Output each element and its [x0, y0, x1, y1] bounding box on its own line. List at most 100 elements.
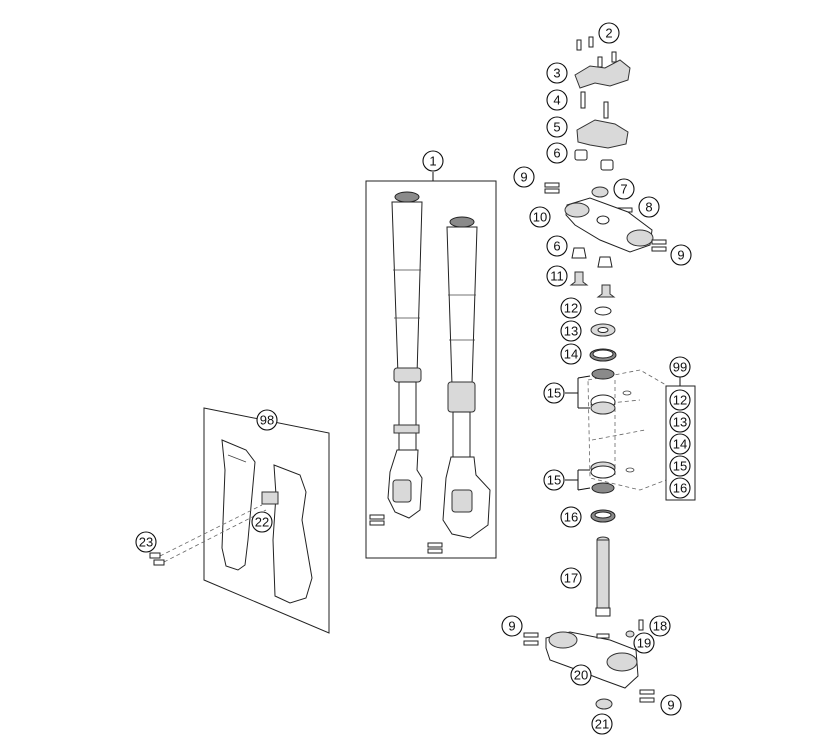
- lower-clamp-screws-right: [639, 689, 655, 703]
- kit-item-13: 13: [669, 411, 691, 433]
- svg-text:21: 21: [595, 717, 609, 732]
- callout-14: 14: [560, 343, 582, 365]
- svg-text:22: 22: [255, 515, 269, 530]
- lower-triple-clamp: [545, 631, 639, 689]
- clamp-washer: [625, 630, 635, 638]
- upper-triple-clamp: [564, 197, 654, 253]
- callout-9c: 9: [501, 615, 523, 637]
- callout-6a: 6: [546, 142, 568, 164]
- svg-text:9: 9: [520, 170, 527, 185]
- svg-text:9: 9: [508, 619, 515, 634]
- guard-screws: [149, 504, 267, 566]
- callout-6b: 6: [546, 235, 568, 257]
- right-fork-axle-bolts: [427, 542, 443, 554]
- right-fork-guard: [261, 464, 313, 604]
- callout-11: 11: [546, 265, 568, 287]
- steering-stem: [595, 536, 611, 617]
- callout-99: 99: [669, 356, 691, 378]
- left-fork-axle-bolts: [369, 514, 385, 526]
- callout-20: 20: [570, 664, 592, 686]
- svg-text:2: 2: [605, 26, 612, 41]
- callout-23: 23: [135, 531, 157, 553]
- bearing-kit-box: [665, 377, 696, 501]
- long-clamp-screws: [580, 91, 609, 119]
- lower-seal-ring: [590, 509, 616, 523]
- left-fork-guard: [221, 439, 256, 571]
- svg-text:11: 11: [550, 269, 564, 284]
- callout-16: 16: [560, 506, 582, 528]
- svg-text:20: 20: [574, 668, 588, 683]
- svg-text:9: 9: [677, 248, 684, 263]
- svg-text:98: 98: [260, 413, 274, 428]
- upper-clamp-screws-left: [544, 182, 560, 194]
- kit-item-16: 16: [669, 477, 691, 499]
- svg-text:16: 16: [564, 510, 578, 525]
- svg-text:4: 4: [553, 93, 560, 108]
- svg-text:15: 15: [673, 459, 687, 474]
- svg-text:5: 5: [553, 120, 560, 135]
- kit-item-12: 12: [669, 389, 691, 411]
- svg-text:13: 13: [564, 324, 578, 339]
- svg-text:13: 13: [673, 415, 687, 430]
- kit-item-15: 15: [669, 455, 691, 477]
- svg-text:23: 23: [139, 535, 153, 550]
- rubber-bushings-upper: [574, 149, 614, 171]
- rubber-bushings-lower: [571, 247, 613, 268]
- callout-4: 4: [546, 89, 568, 111]
- upper-clamp-screws-right: [651, 239, 667, 252]
- svg-text:9: 9: [667, 698, 674, 713]
- upper-bearing-ring: [589, 348, 617, 362]
- right-fork-leg: [427, 216, 491, 554]
- callout-15b: 15: [543, 469, 565, 491]
- svg-text:19: 19: [637, 636, 651, 651]
- clamp-bolt: [638, 619, 644, 631]
- svg-text:14: 14: [673, 437, 687, 452]
- svg-text:15: 15: [547, 386, 561, 401]
- svg-text:7: 7: [620, 182, 627, 197]
- callout-17: 17: [560, 567, 582, 589]
- svg-text:10: 10: [533, 210, 547, 225]
- callout-2: 2: [598, 22, 620, 44]
- upper-bearing: [590, 368, 616, 415]
- callout-1: 1: [422, 150, 444, 172]
- handlebar-clamp-lower: [576, 119, 629, 149]
- svg-text:8: 8: [645, 200, 652, 215]
- callout-3: 3: [546, 62, 568, 84]
- callout-18: 18: [649, 615, 671, 637]
- svg-text:12: 12: [564, 301, 578, 316]
- callout-9a: 9: [513, 166, 535, 188]
- leader-lines: [565, 375, 591, 491]
- callout-8: 8: [638, 196, 660, 218]
- handlebar-clamp-upper: [574, 59, 631, 89]
- svg-text:14: 14: [564, 347, 578, 362]
- callout-22: 22: [251, 511, 273, 533]
- bearing-race-washer: [590, 323, 616, 337]
- dust-seal: [594, 306, 612, 316]
- callout-9d: 9: [660, 694, 682, 716]
- callout-13: 13: [560, 320, 582, 342]
- steering-stem-nut: [591, 186, 609, 198]
- kit-item-14: 14: [669, 433, 691, 455]
- callout-19: 19: [633, 632, 655, 654]
- callout-10: 10: [529, 206, 551, 228]
- callout-15a: 15: [543, 382, 565, 404]
- callout-98: 98: [256, 409, 278, 431]
- svg-text:12: 12: [673, 393, 687, 408]
- left-fork-leg: [369, 191, 423, 526]
- svg-text:6: 6: [553, 146, 560, 161]
- svg-text:1: 1: [429, 154, 436, 169]
- svg-text:15: 15: [547, 473, 561, 488]
- lower-bearing: [590, 461, 616, 494]
- callout-5: 5: [546, 116, 568, 138]
- handlebar-clamp-screws: [576, 36, 617, 68]
- svg-text:16: 16: [673, 481, 687, 496]
- callout-7: 7: [613, 178, 635, 200]
- svg-text:3: 3: [553, 66, 560, 81]
- svg-text:99: 99: [673, 360, 687, 375]
- rubber-mounts: [569, 271, 616, 298]
- callout-21: 21: [591, 713, 613, 735]
- svg-text:6: 6: [553, 239, 560, 254]
- svg-text:18: 18: [653, 619, 667, 634]
- stem-cap: [595, 698, 613, 710]
